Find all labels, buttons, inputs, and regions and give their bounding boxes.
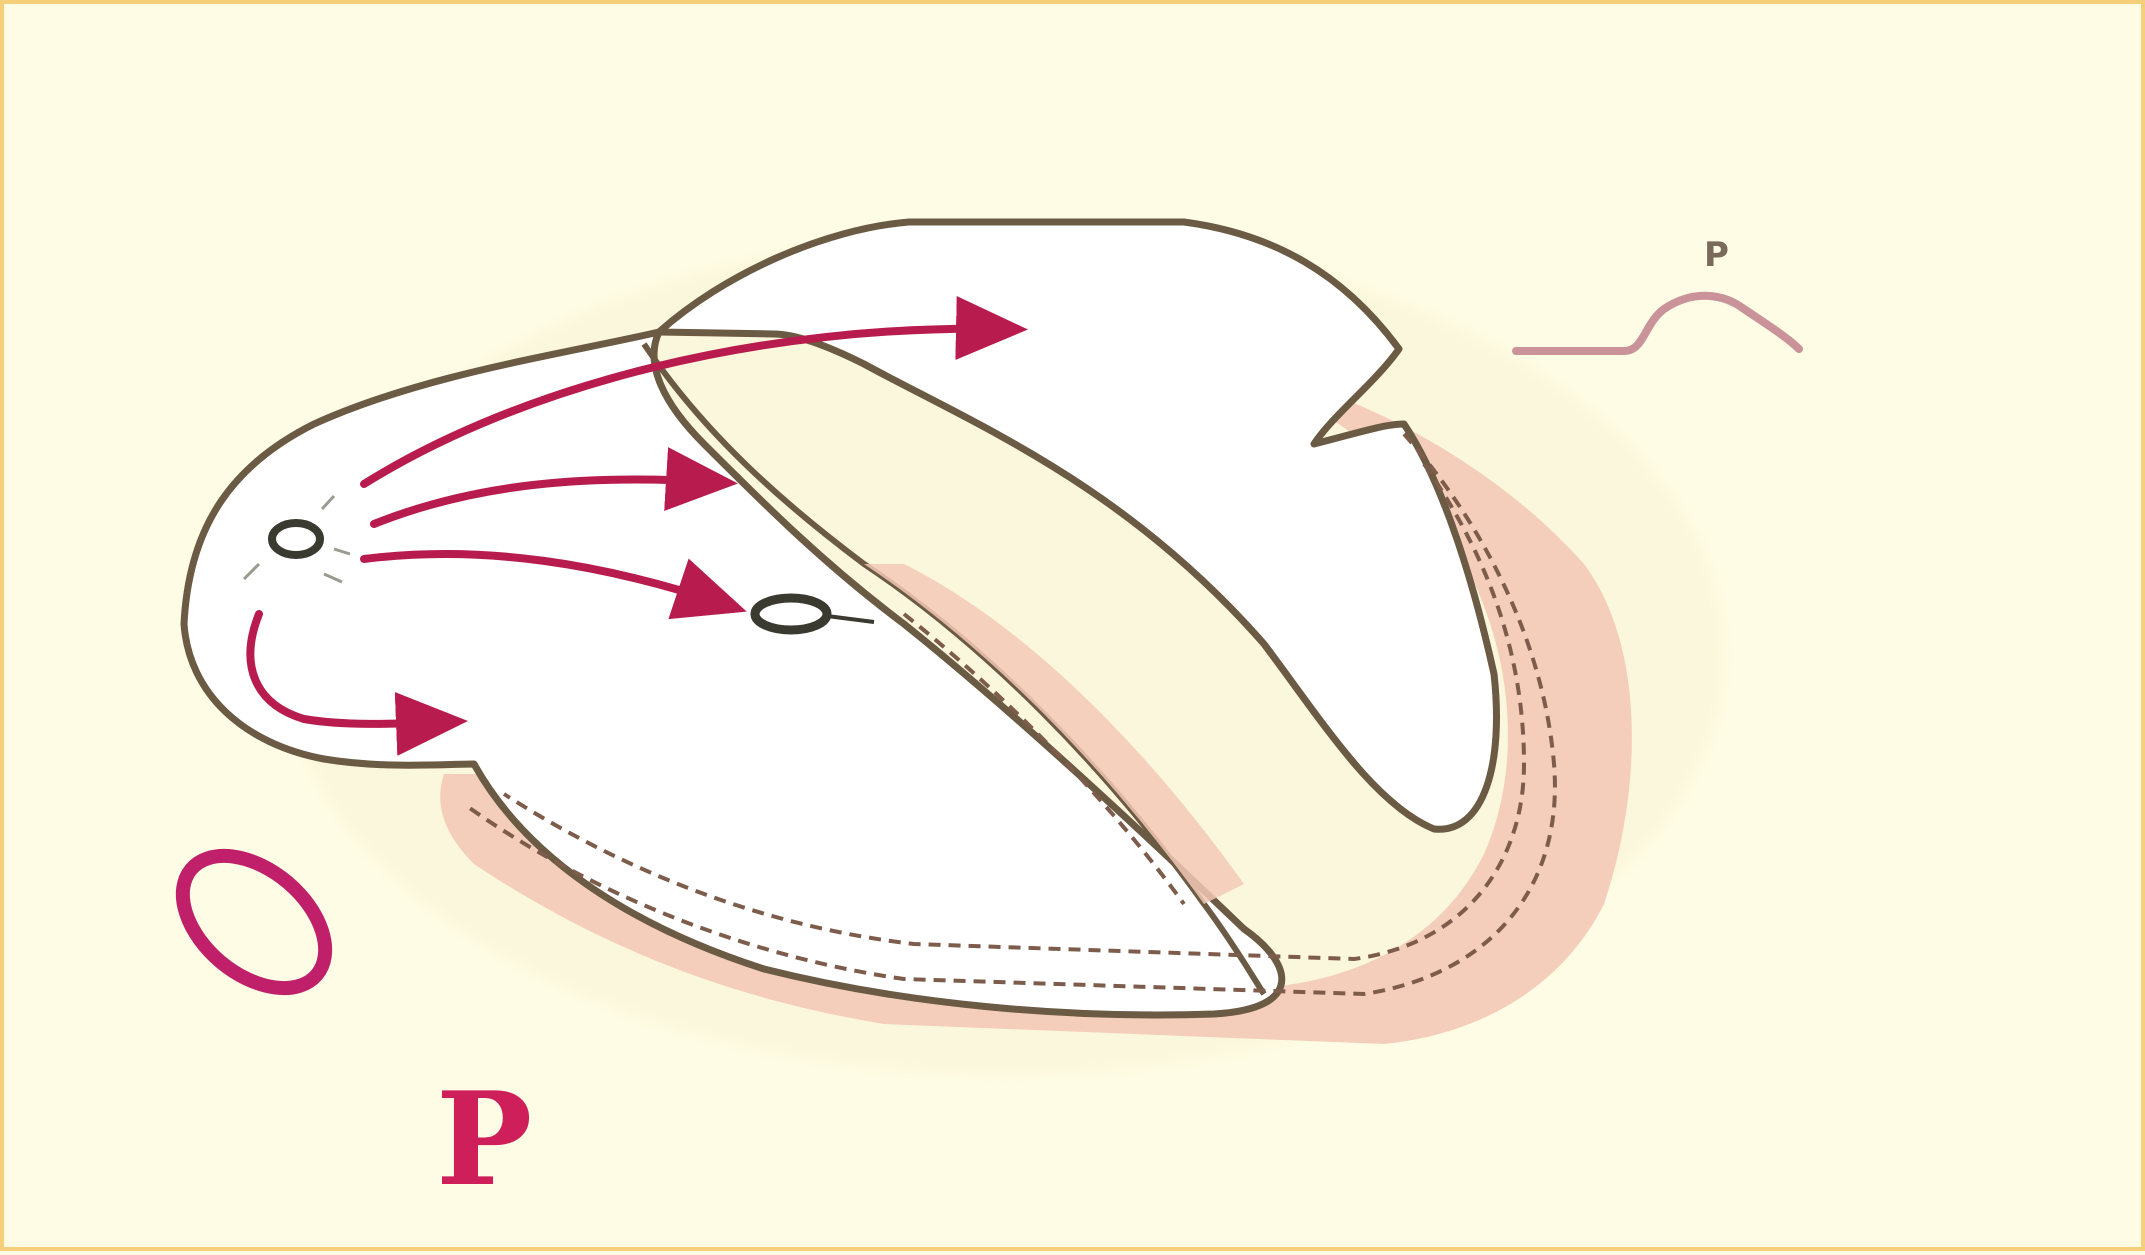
- av-node-icon: [755, 598, 827, 630]
- main-label: P: [436, 1065, 532, 1215]
- p-wave-trace-icon: [1516, 296, 1799, 351]
- sa-node-icon: [272, 523, 320, 555]
- p-wave-label: P: [1704, 235, 1729, 275]
- heart-conduction-diagram: P P: [4, 4, 2145, 1255]
- electrode-ring-icon: [158, 829, 350, 1014]
